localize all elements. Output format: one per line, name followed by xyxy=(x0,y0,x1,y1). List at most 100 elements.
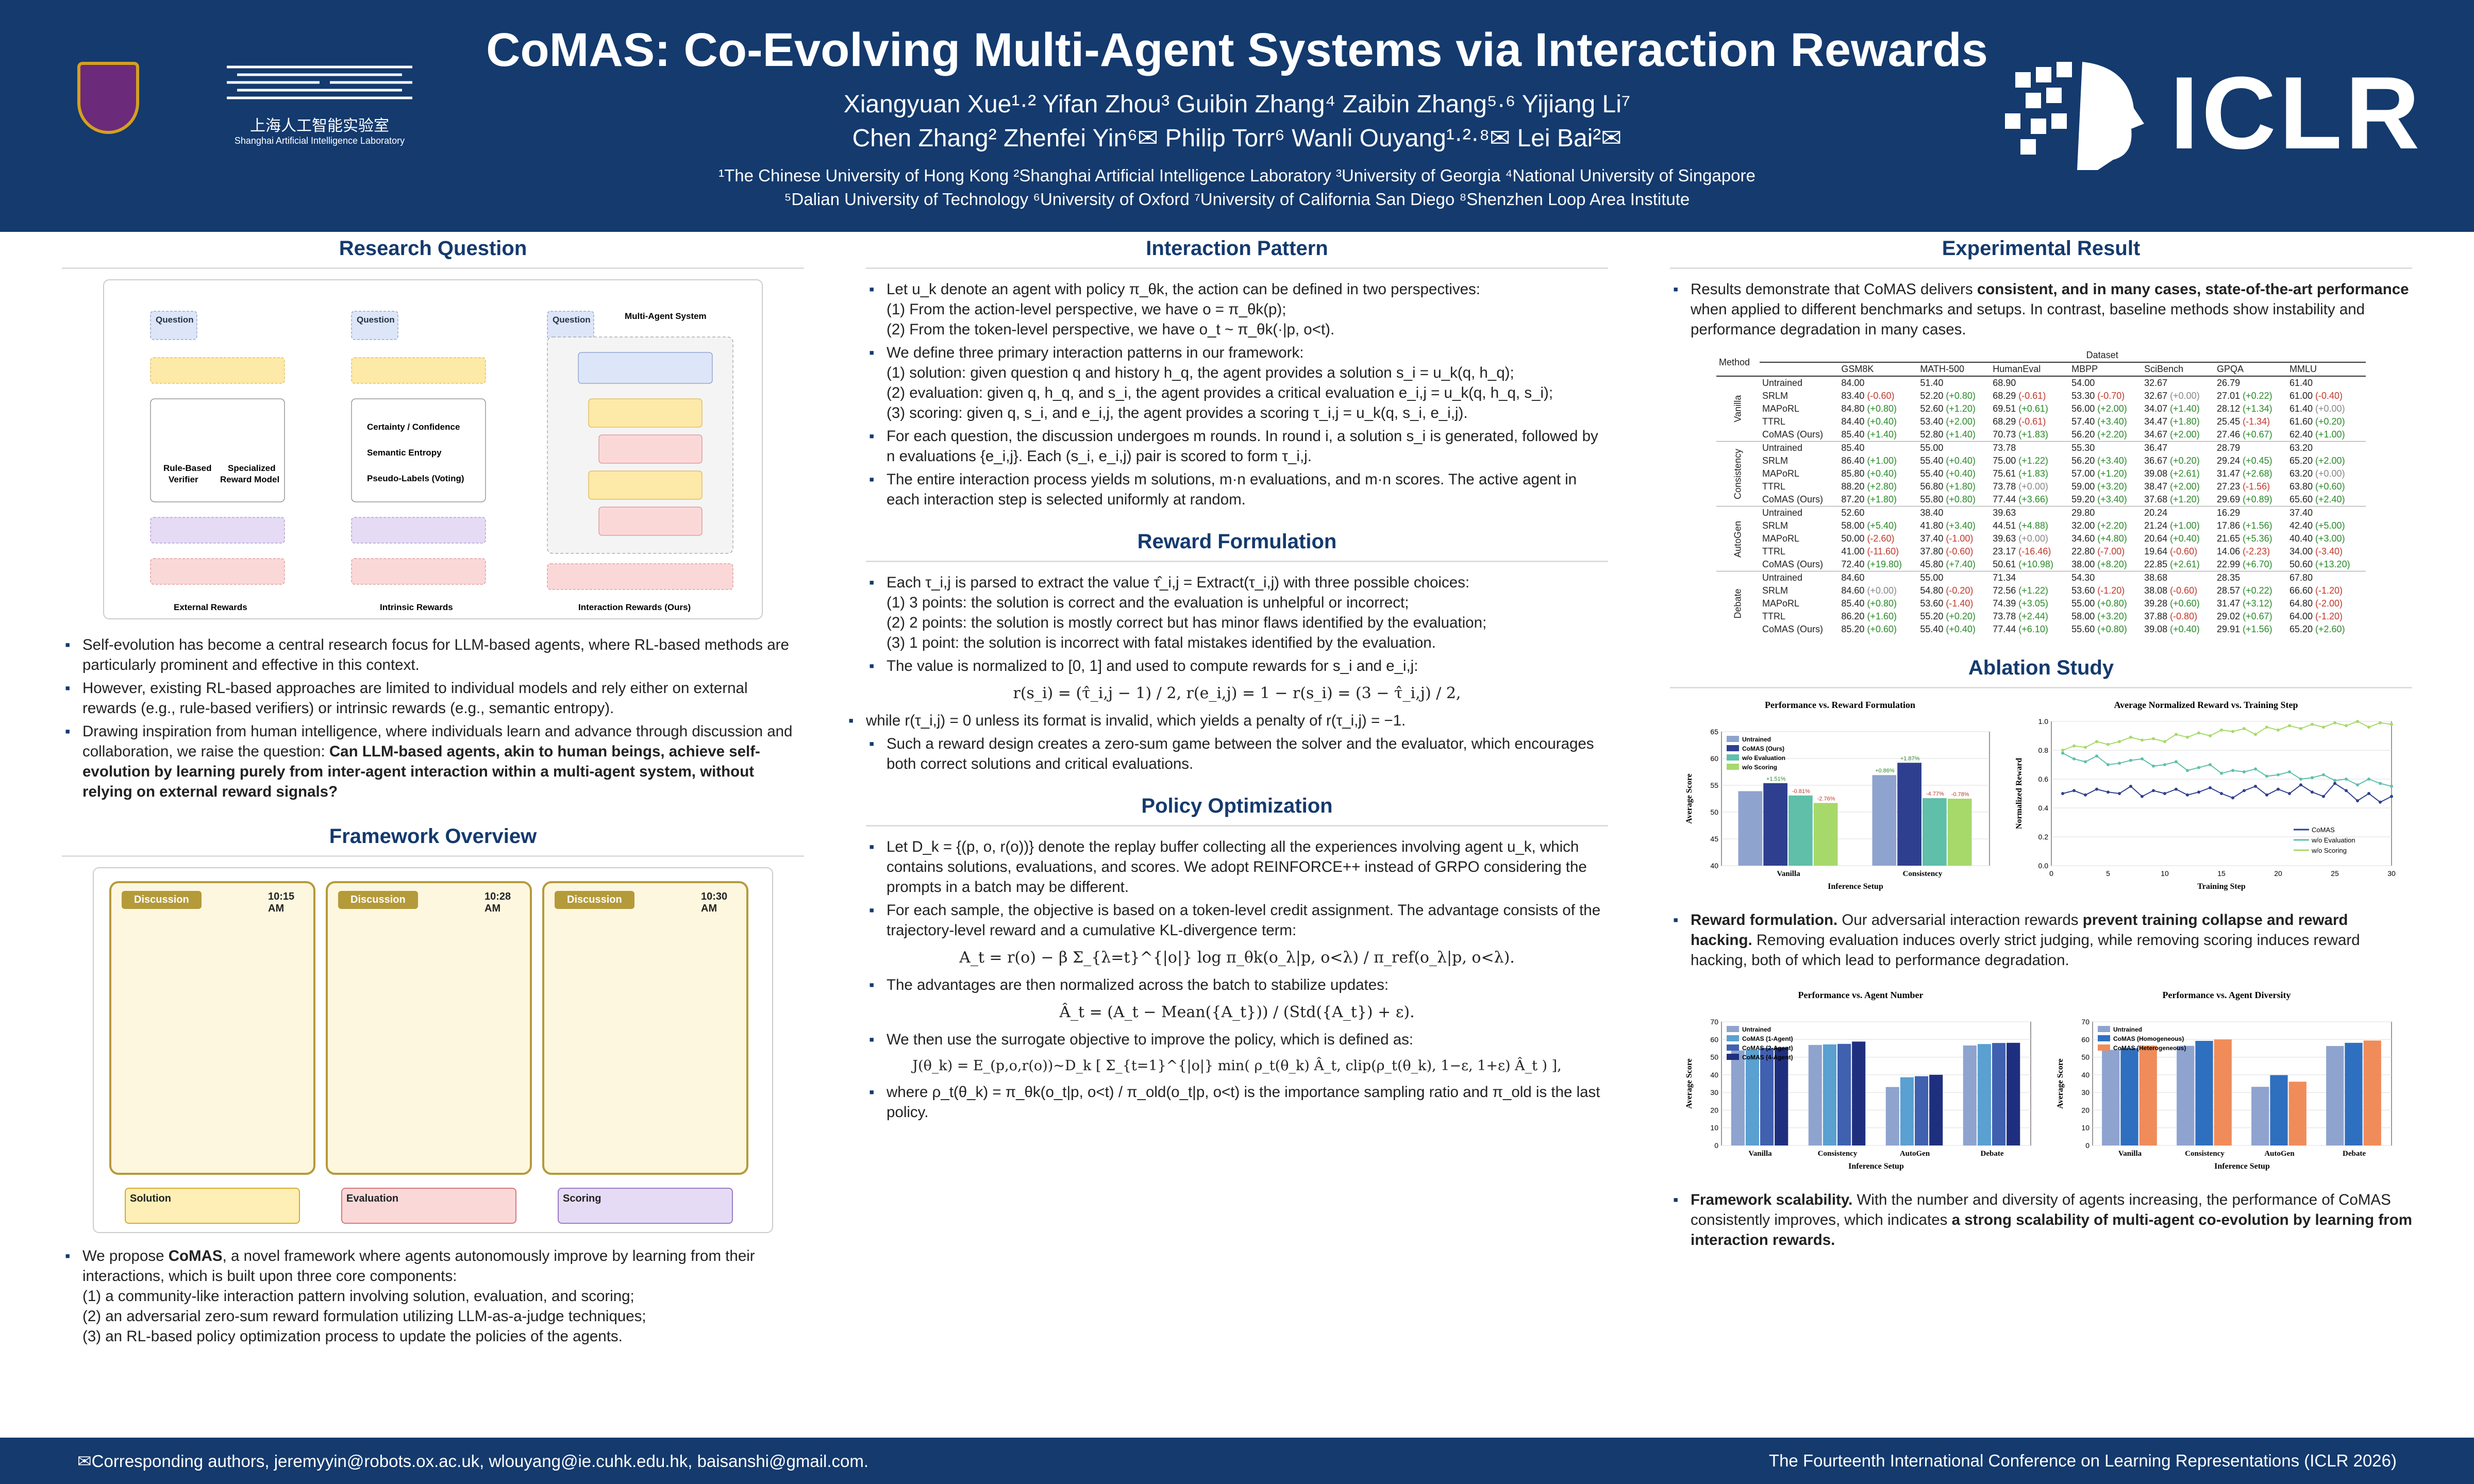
bar xyxy=(1745,1050,1759,1145)
exp-text-c: when applied to different benchmarks and… xyxy=(1691,301,2365,338)
data-label: +1.51% xyxy=(1766,776,1786,782)
legend-label: w/o Evaluation xyxy=(1742,754,1785,762)
table-cell: 53.60 (-1.40) xyxy=(1920,598,1974,609)
table-cell: 66.60 (-1.20) xyxy=(2289,585,2343,596)
table-cell: TTRL xyxy=(1762,416,1785,427)
normalized-reward-chart: Average Normalized Reward vs. Training S… xyxy=(2015,700,2396,891)
bar xyxy=(2007,1042,2020,1145)
table-cell: 84.40 (+0.40) xyxy=(1841,416,1897,427)
table-cell: 27.01 (+0.22) xyxy=(2217,391,2272,401)
policy-bullet-2: For each sample, the objective is based … xyxy=(869,900,1608,940)
reward-bullet-2: The value is normalized to [0, 1] and us… xyxy=(869,656,1608,676)
table-cell: 68.90 xyxy=(1990,376,2069,390)
table-cell: 16.29 xyxy=(2214,506,2287,519)
data-point xyxy=(2322,773,2325,777)
y-tick-label: 10 xyxy=(2081,1124,2089,1132)
advantage-equation: A_t = r(o) − β Σ_{λ=t}^{|o|} log π_θk(o_… xyxy=(959,949,1515,967)
table-cell: 38.00 (+8.20) xyxy=(2071,559,2127,569)
legend-swatch xyxy=(1727,1035,1739,1041)
x-tick-label: 15 xyxy=(2217,869,2226,878)
data-point xyxy=(2209,734,2212,737)
reward-bullet-3: Such a reward design creates a zero-sum … xyxy=(869,734,1608,774)
table-cell: 73.78 (+2.44) xyxy=(1993,611,2048,621)
data-point xyxy=(2152,737,2155,740)
table-cell: 69.51 (+0.61) xyxy=(1993,403,2048,414)
table-cell: 85.20 (+0.60) xyxy=(1841,624,1897,634)
table-cell: 41.00 (-11.60) xyxy=(1841,546,1899,556)
y-tick-label: 0 xyxy=(2085,1141,2089,1150)
table-cell: 42.40 (+5.00) xyxy=(2289,520,2345,531)
table-row: CoMAS (Ours)72.40 (+19.80)45.80 (+7.40)5… xyxy=(1716,558,2366,571)
data-point xyxy=(2107,743,2110,746)
reward-formulation-chart: Performance vs. Reward Formulation404550… xyxy=(1685,700,1990,891)
table-cell: 87.20 (+1.80) xyxy=(1841,494,1897,504)
table-cell: 67.80 xyxy=(2286,571,2366,584)
data-point xyxy=(2379,721,2382,724)
data-point xyxy=(2095,787,2098,791)
experiment-heading: Experimental Result xyxy=(1670,237,2412,269)
data-label: -0.81% xyxy=(1792,788,1810,795)
data-point xyxy=(2072,744,2076,748)
column-header: SciBench xyxy=(2142,362,2215,377)
bar xyxy=(2195,1041,2213,1145)
bar xyxy=(1731,1050,1745,1145)
bar xyxy=(1885,1087,1899,1145)
column-header: MBPP xyxy=(2069,362,2142,377)
data-label: -0.78% xyxy=(1951,791,1969,798)
x-tick-label: Vanilla xyxy=(2118,1150,2142,1158)
table-cell: 88.20 (+2.80) xyxy=(1841,481,1897,492)
table-cell: 86.40 (+1.00) xyxy=(1841,456,1897,466)
table-cell: 41.80 (+3.40) xyxy=(1920,520,1976,531)
column-header: HumanEval xyxy=(1990,362,2069,377)
setup-label: AutoGen xyxy=(1716,506,1760,571)
table-cell: 29.02 (+0.67) xyxy=(2217,611,2272,621)
data-point xyxy=(2197,766,2200,769)
x-tick-label: 30 xyxy=(2387,869,2396,878)
table-cell: 52.80 (+1.40) xyxy=(1920,429,1976,440)
bar xyxy=(2102,1050,2120,1145)
blank-col xyxy=(1759,362,1839,377)
table-cell: SRLM xyxy=(1762,456,1788,466)
legend-label: CoMAS (2-Agent) xyxy=(1742,1044,1793,1052)
research-bullet-1: Self-evolution has become a central rese… xyxy=(65,635,804,675)
bar xyxy=(1923,798,1947,866)
table-cell: 50.00 (-2.60) xyxy=(1841,533,1895,544)
data-point xyxy=(2288,724,2291,728)
y-tick-label: 50 xyxy=(1710,1053,1718,1061)
data-point xyxy=(2129,735,2132,739)
column-header: MMLU xyxy=(2286,362,2366,377)
table-cell: 54.00 xyxy=(2069,376,2142,390)
legend-label: CoMAS (Homogeneous) xyxy=(2113,1035,2184,1042)
data-point xyxy=(2311,776,2314,780)
table-cell: 85.40 xyxy=(1838,441,1918,454)
table-cell: 39.08 (+2.61) xyxy=(2144,468,2200,479)
abl2-b: With the number and diversity of agents … xyxy=(1691,1191,2391,1228)
table-cell: 77.44 (+3.66) xyxy=(1993,494,2048,504)
table-cell: 34.00 (-3.40) xyxy=(2289,546,2343,556)
data-point xyxy=(2152,789,2155,792)
table-cell: SRLM xyxy=(1762,585,1788,596)
normalization-equation: Â_t = (A_t − Mean({A_t})) / (Std({A_t}) … xyxy=(1059,1003,1415,1021)
table-cell: 27.46 (+0.67) xyxy=(2217,429,2272,440)
table-cell: 55.40 (+0.40) xyxy=(1920,468,1976,479)
data-point xyxy=(2288,770,2291,773)
table-cell: 55.40 (+0.40) xyxy=(1920,456,1976,466)
table-cell: 51.40 xyxy=(1917,376,1991,390)
table-cell: 34.07 (+1.40) xyxy=(2144,403,2200,414)
reward-c3: (3) 1 point: the solution is incorrect w… xyxy=(887,634,1436,651)
data-point xyxy=(2367,726,2370,729)
bar xyxy=(1897,763,1921,866)
column-header: GSM8K xyxy=(1838,362,1918,377)
table-cell: Untrained xyxy=(1759,376,1839,390)
framework-solution-box: Solution xyxy=(125,1188,300,1224)
data-point xyxy=(2152,764,2155,768)
svg-text:Multi-Agent System: Multi-Agent System xyxy=(625,311,707,321)
table-cell: 55.20 (+0.20) xyxy=(1920,611,1976,621)
table-cell: CoMAS (Ours) xyxy=(1762,624,1823,634)
bar xyxy=(1992,1043,2006,1145)
legend-label: CoMAS (1-Agent) xyxy=(1742,1035,1793,1042)
table-cell: TTRL xyxy=(1762,546,1785,556)
data-point xyxy=(2220,771,2223,775)
